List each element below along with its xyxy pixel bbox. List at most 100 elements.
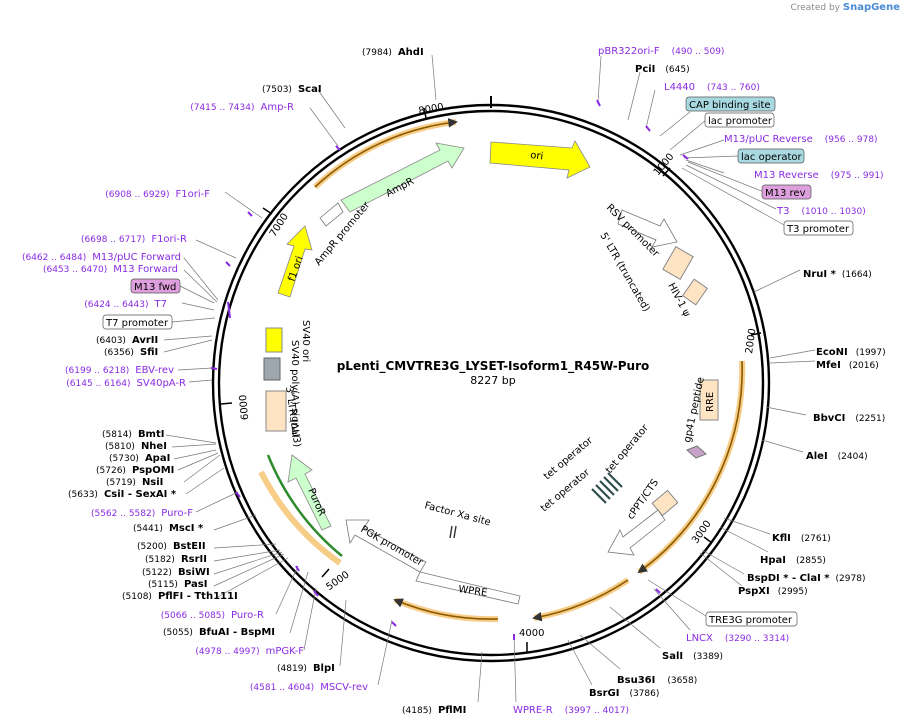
primer-pbr322ori-f: pBR322ori-F(490 .. 509) [598, 46, 724, 57]
m13-rev-label: M13 rev [765, 188, 806, 199]
site-sfii: (6356)SfiI [104, 347, 158, 358]
leader-lines [163, 54, 816, 703]
t7-promoter-label: T7 promoter [105, 318, 169, 329]
5-ltr-feature [662, 246, 694, 280]
site-pflmi: (4185)PflMI [402, 705, 466, 716]
tick-6000: 6000 [238, 394, 251, 420]
primer-f1ori-r: (6698 .. 6717)F1ori-R [81, 234, 187, 245]
tre3g-promoter-label: TRE3G promoter [708, 615, 793, 626]
tick-5000: 5000 [324, 569, 351, 593]
site-bsiwi: (5122)BsiWI [142, 567, 210, 578]
site-bfuai: (5055)BfuAI - BspMI [163, 627, 275, 638]
site-hpai: HpaI(2855) [760, 555, 826, 566]
lac-promoter-label: lac promoter [708, 116, 773, 127]
site-pcii: PciI(645) [635, 64, 690, 75]
boxed-labels: CAP binding site lac promoter lac operat… [102, 96, 854, 627]
sv40-ori-label: SV40 ori [300, 320, 311, 362]
ori-feature: ori [489, 140, 591, 179]
sv40-polya-feature [263, 357, 281, 381]
primer-mpgk-f: (4978 .. 4997)mPGK-F [195, 646, 304, 657]
site-claI: BspDI * - ClaI *(2978) [747, 573, 865, 584]
credit-prefix: Created by [790, 3, 840, 13]
site-bsteii: (5200)BstEII [137, 541, 206, 552]
site-econi: EcoNI(1997) [816, 347, 886, 358]
primer-m13-puc-reverse: M13/pUC Reverse(956 .. 978) [724, 134, 878, 145]
tre3g-promoter-feature [607, 509, 666, 556]
ampr-promoter-label: AmpR promoter [313, 199, 373, 268]
primer-mscv-rev: (4581 .. 4604)MSCV-rev [250, 682, 368, 693]
tick-4000: 4000 [519, 628, 544, 639]
ampr-promoter-feature: AmpR promoter [313, 199, 373, 268]
cppt-feature [651, 489, 679, 517]
snapgene-logo: SnapGene [842, 2, 900, 13]
site-bmti: (5814)BmtI [102, 429, 164, 440]
backbone-inner [217, 109, 765, 657]
site-blpi: (4819)BlpI [277, 663, 335, 674]
site-rsrii: (5182)RsrII [145, 554, 207, 565]
sv40-ori-feature [265, 327, 283, 353]
site-pspxi: PspXI(2995) [738, 586, 808, 597]
primer-marks [210, 99, 689, 640]
site-sali: SalI(3389) [662, 651, 723, 662]
tet-operator-label-3: tet operator [604, 422, 652, 476]
snapgene-credit: Created by SnapGene [790, 2, 900, 13]
ori-label: ori [530, 150, 544, 162]
t3-promoter-label: T3 promoter [786, 224, 850, 235]
site-alei: AleI(2404) [806, 451, 868, 462]
site-scai: (7503)ScaI [262, 84, 322, 95]
primers-left: (7415 .. 7434)Amp-R (6908 .. 6929)F1ori-… [22, 102, 368, 693]
primer-puro-f: (5562 .. 5582)Puro-F [91, 508, 193, 519]
site-ahdi: (7984)AhdI [362, 47, 424, 58]
tick-8000: 8000 [418, 102, 445, 117]
pgk-promoter-label: PGK promoter [359, 524, 426, 569]
site-pasi: (5115)PasI [148, 579, 207, 590]
site-msci: (5441)MscI * [133, 523, 204, 534]
primer-f1ori-f: (6908 .. 6929)F1ori-F [105, 189, 210, 200]
primer-sv40pa-r: (6145 .. 6164)SV40pA-R [66, 378, 186, 389]
site-sexai: (5633)CsiI - SexAI * [68, 489, 177, 500]
sv40-polya-label: SV40 poly(A) signal [289, 340, 300, 438]
gp41-feature [686, 445, 707, 459]
primer-wpre-r: WPRE-R(3997 .. 4017) [513, 705, 629, 716]
primer-t7: (6424 .. 6443)T7 [84, 299, 167, 310]
site-avrii: (6403)AvrII [96, 335, 158, 346]
site-nsii: (5719)NsiI [106, 477, 163, 488]
site-apai: (5730)ApaI [109, 453, 170, 464]
f1-ori-feature: f1 ori [277, 225, 313, 298]
site-pspomi: (5726)PspOMI [96, 465, 174, 476]
orf-lines [314, 118, 743, 622]
primer-t3: T3(1010 .. 1030) [776, 206, 866, 217]
tick-2000: 2000 [744, 328, 758, 355]
primer-l4440: L4440(743 .. 760) [664, 82, 760, 93]
lac-operator-label: lac operator [741, 152, 802, 163]
site-mfei: MfeI(2016) [816, 360, 879, 371]
cap-binding-site-label: CAP binding site [689, 100, 771, 111]
primer-m13-puc-forward: (6462 .. 6484)M13/pUC Forward [22, 252, 181, 263]
3-ltr-feature [265, 390, 287, 432]
primer-lncx: LNCX(3290 .. 3314) [686, 633, 789, 644]
site-kfli: KflI(2761) [772, 533, 831, 544]
site-bbvci: BbvCI(2251) [813, 413, 885, 424]
rre-feature [699, 379, 719, 421]
wpre-feature: WPRE [415, 571, 521, 605]
rre-label: RRE [705, 392, 716, 412]
factor-xa-label: Factor Xa site [423, 500, 492, 528]
wpre-label: WPRE [458, 584, 488, 599]
primer-amp-r: (7415 .. 7434)Amp-R [190, 102, 294, 113]
site-nhei: (5810)NheI [105, 441, 167, 452]
primer-puro-r: (5066 .. 5085)Puro-R [161, 610, 264, 621]
pgk-promoter-feature: PGK promoter [345, 519, 427, 573]
m13-fwd-label: M13 fwd [134, 282, 176, 293]
site-bsrgi: BsrGI(3786) [589, 688, 659, 699]
factor-xa-mark-1 [449, 525, 453, 539]
tick-7000: 7000 [268, 212, 291, 239]
restriction-sites: (7984)AhdI (7503)ScaI PciI(645) NruI *(1… [68, 47, 886, 716]
factor-xa-mark-2 [453, 525, 457, 539]
site-nrui: NruI *(1664) [803, 269, 872, 280]
primers-right: pBR322ori-F(490 .. 509) L4440(743 .. 760… [513, 46, 884, 716]
plasmid-name: pLenti_CMVTRE3G_LYSET-Isoform1_R45W-Puro [337, 359, 650, 374]
primer-m13-forward: (6453 .. 6470)M13 Forward [43, 264, 178, 275]
hiv-psi-feature [682, 278, 708, 306]
primer-ebv-rev: (6199 .. 6218)EBV-rev [65, 365, 174, 376]
